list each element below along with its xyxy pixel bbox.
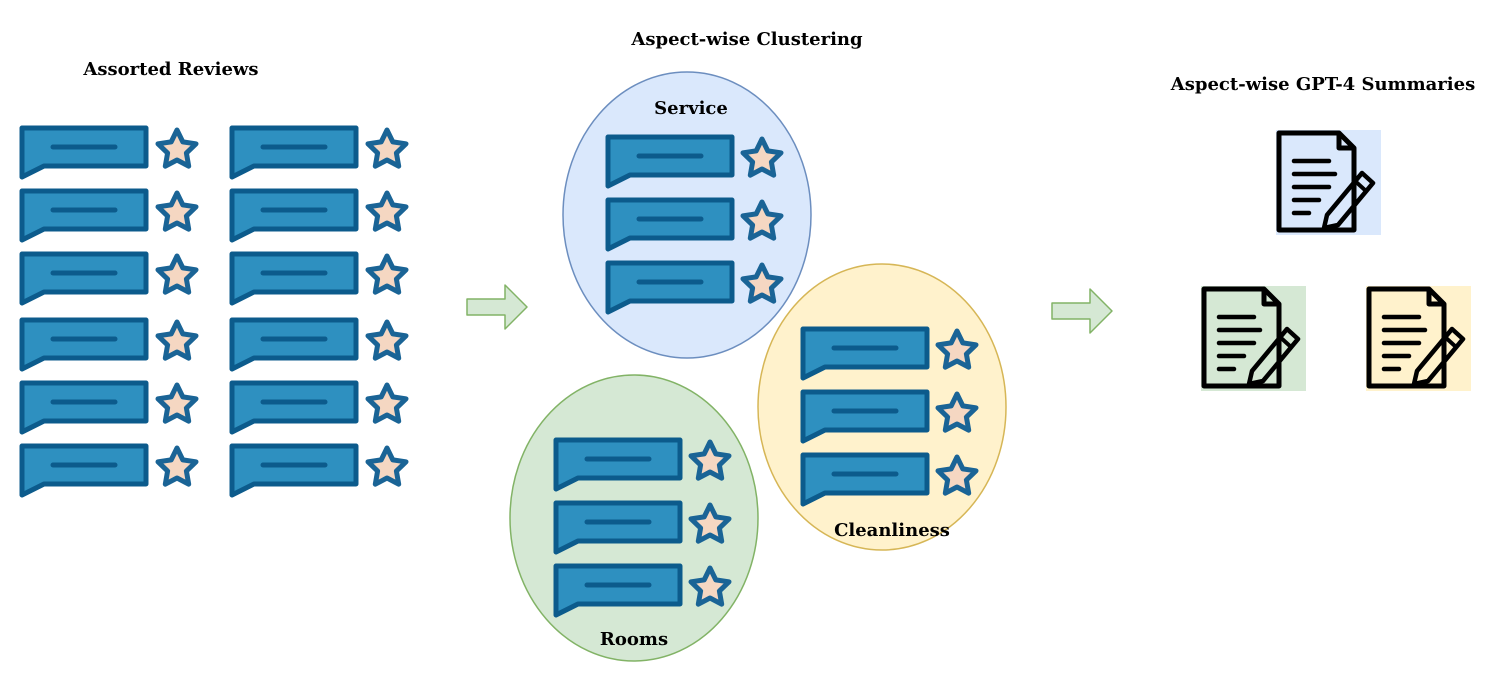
review-bubble-icon [22,128,146,177]
cluster-service: Service [562,71,812,359]
review-bubble-icon [232,383,356,432]
right-arrow-icon [1051,288,1113,334]
review-item [22,191,196,240]
review-item [22,446,196,495]
review-item [232,191,406,240]
right-arrow-icon [466,284,528,330]
review-bubble-icon [22,254,146,303]
cluster-label: Service [654,98,728,119]
review-bubble-icon [232,128,356,177]
review-item [232,254,406,303]
summary-rooms [1201,286,1306,391]
star-icon [368,130,406,166]
star-icon [158,193,196,229]
review-bubble-icon [22,383,146,432]
star-icon [158,322,196,358]
star-icon [368,193,406,229]
review-item [22,383,196,432]
review-item [232,383,406,432]
assorted-reviews-title: Assorted Reviews [82,59,258,80]
star-icon [158,448,196,484]
review-item [232,128,406,177]
review-item [232,320,406,369]
review-bubble-icon [22,446,146,495]
star-icon [158,130,196,166]
cluster-cleanliness: Cleanliness [757,263,1007,551]
review-bubble-icon [232,254,356,303]
review-bubble-icon [22,191,146,240]
review-item [22,254,196,303]
review-item [22,320,196,369]
review-bubble-icon [22,320,146,369]
review-bubble-icon [232,446,356,495]
review-bubble-icon [232,191,356,240]
review-bubble-icon [232,320,356,369]
summary-cleanliness [1366,286,1471,391]
review-item [232,446,406,495]
aspect-clustering-title: Aspect-wise Clustering [630,29,863,50]
star-icon [368,448,406,484]
star-icon [368,385,406,421]
cluster-label: Rooms [600,629,668,650]
star-icon [368,322,406,358]
star-icon [368,256,406,292]
summary-service [1276,130,1381,235]
summary-background [1201,286,1306,391]
review-item [22,128,196,177]
cluster-rooms: Rooms [509,374,759,662]
gpt4-summaries-title: Aspect-wise GPT-4 Summaries [1170,74,1475,95]
review-grid [22,128,406,495]
summary-background [1276,130,1381,235]
summary-background [1366,286,1471,391]
star-icon [158,256,196,292]
star-icon [158,385,196,421]
cluster-label: Cleanliness [834,520,950,541]
